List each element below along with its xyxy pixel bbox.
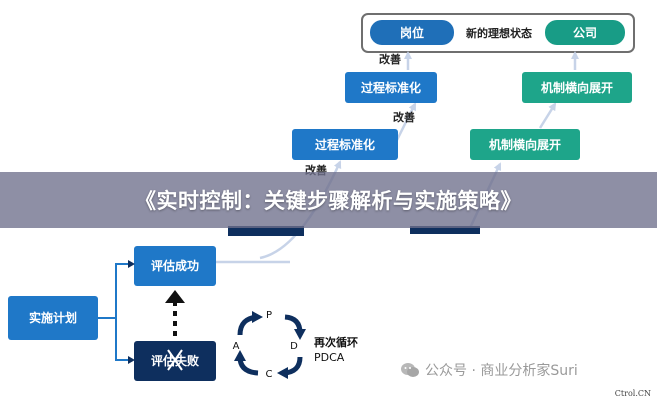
improve-label-1: 改善 <box>379 52 401 66</box>
retry-dotted-arrow <box>165 290 185 336</box>
pdca-cycle: P D C A 再次循环 PDCA <box>233 310 358 380</box>
goal-company-label: 公司 <box>573 26 597 40</box>
goal-post-label: 岗位 <box>400 25 424 40</box>
pdca-a-label: A <box>233 341 240 352</box>
corner-mark: Ctrol.CN <box>614 389 651 398</box>
implementation-plan-label: 实施计划 <box>29 310 77 325</box>
wechat-icon <box>400 362 420 378</box>
evaluate-success-box: 评估成功 <box>134 246 216 286</box>
improve-label-2: 改善 <box>393 110 415 124</box>
process-standardization-label-lower: 过程标准化 <box>315 137 375 152</box>
evaluate-success-label: 评估成功 <box>151 258 199 273</box>
goal-post-box: 岗位 <box>370 20 454 45</box>
pdca-caption-line2: PDCA <box>314 351 345 364</box>
goal-state-frame: 岗位 新的理想状态 公司 <box>361 13 635 53</box>
branch-connector <box>98 260 135 364</box>
watermark: 公众号 · 商业分析家Suri <box>400 360 578 380</box>
branch-to-failure <box>115 318 135 364</box>
goal-state-label: 新的理想状态 <box>466 26 532 40</box>
arrow-step2-to-step3-left <box>393 102 417 145</box>
branch-to-success <box>98 260 135 319</box>
arrow-step2-to-step3-right <box>538 102 557 129</box>
process-standardization-box-upper: 过程标准化 <box>345 72 437 103</box>
process-standardization-label-upper: 过程标准化 <box>361 80 421 95</box>
mechanism-rollout-box-lower: 机制横向展开 <box>470 129 580 160</box>
implementation-plan-box: 实施计划 <box>8 296 98 340</box>
pdca-p-label: P <box>266 310 272 321</box>
mechanism-rollout-label-lower: 机制横向展开 <box>489 137 561 152</box>
watermark-text: 公众号 · 商业分析家Suri <box>425 363 578 379</box>
evaluate-failure-box: 评估失败 <box>134 341 216 381</box>
pdca-caption-line1: 再次循环 <box>314 335 358 349</box>
mechanism-rollout-box-upper: 机制横向展开 <box>522 72 632 103</box>
banner-title: 《实时控制：关键步骤解析与实施策略》 <box>135 189 522 213</box>
title-banner: 《实时控制：关键步骤解析与实施策略》 <box>0 172 657 228</box>
goal-company-box: 公司 <box>545 20 625 45</box>
hidden-box-right-edge <box>410 226 480 234</box>
pdca-c-label: C <box>266 369 273 380</box>
process-standardization-box-lower: 过程标准化 <box>292 129 398 160</box>
pdca-d-label: D <box>290 341 298 352</box>
failure-x-icon <box>167 349 183 371</box>
mechanism-rollout-label-upper: 机制横向展开 <box>541 80 613 95</box>
hidden-box-left-edge <box>228 226 304 236</box>
